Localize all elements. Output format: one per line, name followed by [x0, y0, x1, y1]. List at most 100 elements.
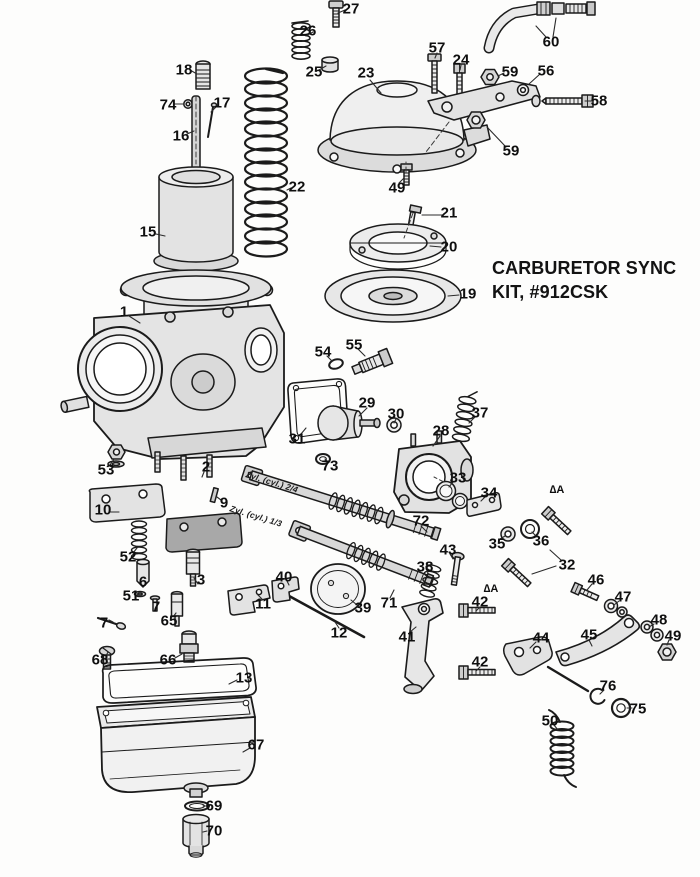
- part-callout-49: 49: [388, 179, 406, 197]
- vent-tube-60-art: [483, 1, 596, 54]
- title-line-1: CARBURETOR SYNC: [492, 258, 677, 278]
- float-bowl-67-art: [96, 696, 256, 798]
- part-callout-18: 18: [175, 61, 193, 79]
- carburetor-body-1-art: [60, 269, 285, 481]
- part-callout-73: 73: [321, 457, 339, 475]
- part-callout-35: 35: [488, 535, 506, 553]
- bracket-11-art: [227, 584, 271, 616]
- part-callout-Zyl. (cyl.) 2/4: Zyl. (cyl.) 2/4: [244, 469, 300, 495]
- nut-59-upper-art: [480, 68, 500, 86]
- enrichment-valve-art: [328, 347, 394, 375]
- part-callout-32: 32: [558, 556, 576, 574]
- main-spring-22-art: [243, 67, 289, 258]
- butterfly-disc-39-art: [310, 563, 366, 615]
- lever-45-art: [546, 614, 641, 693]
- part-callout-48: 48: [650, 611, 668, 629]
- part-callout-39: 39: [354, 599, 372, 617]
- plate-34-art: [466, 492, 502, 517]
- part-callout-21: 21: [440, 204, 458, 222]
- part-callout-68: 68: [91, 651, 109, 669]
- part-callout-7: 7: [151, 598, 161, 616]
- part-callout-13: 13: [235, 669, 253, 687]
- part-callout-49: 49: [664, 627, 682, 645]
- part-callout-10: 10: [94, 501, 112, 519]
- part-callout-71: 71: [380, 594, 398, 612]
- screw-46-art: [570, 581, 600, 602]
- screw-27-art: [328, 0, 344, 28]
- washers-35-36-art: [500, 519, 540, 542]
- part-callout-66: 66: [159, 651, 177, 669]
- spring-38-art: [419, 564, 442, 598]
- diaphragm-cover-23-art: [317, 80, 491, 174]
- part-callout-16: 16: [172, 127, 190, 145]
- washer-47-art: [603, 598, 628, 618]
- part-callout-3: 3: [196, 571, 206, 589]
- part-callout-56: 56: [537, 62, 555, 80]
- return-spring-50-art: [548, 709, 577, 788]
- part-callout-22: 22: [288, 178, 306, 196]
- washers-48-art: [640, 620, 664, 642]
- datum-lines: [195, 95, 450, 483]
- part-callout-41: 41: [398, 628, 416, 646]
- part-callout-44: 44: [532, 629, 550, 647]
- part-callout-53: 53: [97, 461, 115, 479]
- part-callout-2: 2: [201, 458, 211, 476]
- part-callout-52: 52: [119, 548, 137, 566]
- cap-25-art: [321, 56, 339, 73]
- part-callout-40: 40: [275, 568, 293, 586]
- part-callout-33: 33: [449, 469, 467, 487]
- part-callout-17: 17: [213, 94, 231, 112]
- drain-plug-70-art: [182, 813, 210, 858]
- part-callout-37: 37: [471, 404, 489, 422]
- part-callout-57: 57: [428, 39, 446, 57]
- part-callout-60: 60: [542, 33, 560, 51]
- part-callout-65: 65: [160, 612, 178, 630]
- part-callout-∆A: ∆A: [483, 583, 499, 595]
- sync-shaft-71-art: [288, 520, 435, 588]
- part-callout-24: 24: [452, 51, 470, 69]
- part-callout-23: 23: [357, 64, 375, 82]
- part-callout-51: 51: [122, 587, 140, 605]
- title-line-2: KIT, #912CSK: [492, 282, 609, 303]
- bracket-40-art: [271, 576, 300, 603]
- part-callout-28: 28: [432, 422, 450, 440]
- part-callout-69: 69: [205, 797, 223, 815]
- part-callout-42: 42: [471, 593, 489, 611]
- part-callout-42: 42: [471, 653, 489, 671]
- part-callout-58: 58: [590, 92, 608, 110]
- diagram-title: CARBURETOR SYNC KIT, #912CSK: [492, 256, 700, 305]
- circlip-76-art: [589, 687, 606, 705]
- screw-43-art: [450, 551, 465, 586]
- screw-57-art: [427, 53, 442, 94]
- cable-bracket-56-art: [427, 80, 541, 121]
- bracket-plates-10-art: [88, 483, 243, 553]
- bolt-24-art: [453, 63, 466, 96]
- nut-59-lower-art: [466, 111, 486, 129]
- part-callout-45: 45: [580, 626, 598, 644]
- spring-37-art: [451, 391, 478, 443]
- part-callout-34: 34: [480, 484, 498, 502]
- vacuum-piston-15-art: [153, 166, 239, 272]
- part-callout-15: 15: [139, 223, 157, 241]
- part-callout-59: 59: [502, 142, 520, 160]
- nut-53-art: [107, 444, 126, 468]
- part-callout-75: 75: [629, 700, 647, 718]
- sync-shaft-72-art: [240, 464, 442, 541]
- part-callout-43: 43: [439, 541, 457, 559]
- screws-42-art: [458, 603, 496, 680]
- oring-73-art: [315, 453, 331, 465]
- part-callout-76: 76: [599, 677, 617, 695]
- starter-valve-29-30-art: [317, 405, 402, 441]
- part-callout-74: 74: [159, 96, 177, 114]
- part-callout-7: 7: [99, 614, 109, 632]
- part-callout-50: 50: [541, 712, 559, 730]
- part-callout-29: 29: [358, 394, 376, 412]
- leader-lines: [105, 9, 670, 833]
- pin-9-art: [209, 486, 219, 504]
- spring-seat-20-art: [349, 223, 447, 270]
- bracket-44-art: [502, 636, 553, 676]
- part-callout-47: 47: [614, 588, 632, 606]
- part-callout-20: 20: [440, 238, 458, 256]
